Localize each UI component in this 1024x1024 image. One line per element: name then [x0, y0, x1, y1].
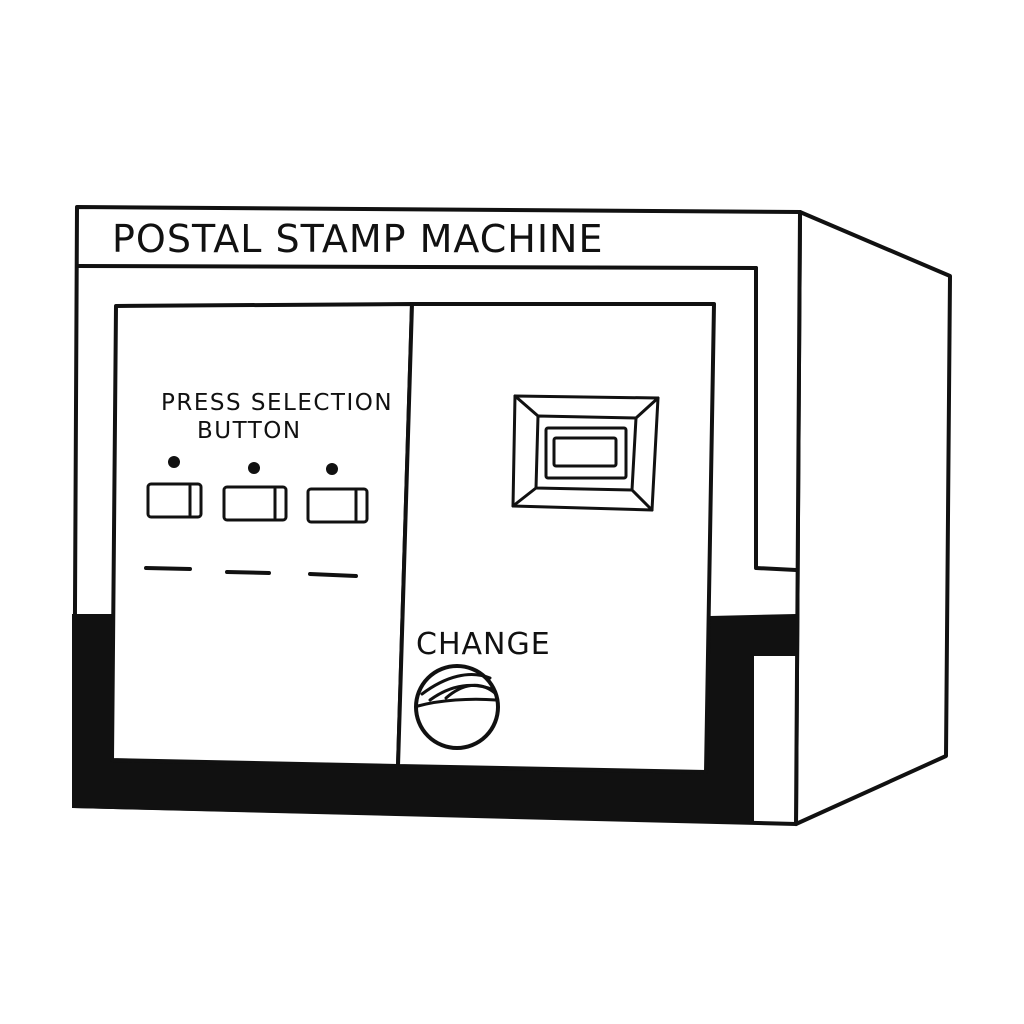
coin-slot[interactable]	[511, 394, 660, 512]
indicator-light-1	[168, 456, 180, 468]
machine-title: POSTAL STAMP MACHINE	[112, 217, 603, 261]
stamp-slot-2	[225, 570, 271, 575]
indicator-light-2	[248, 462, 260, 474]
selection-button-2[interactable]	[222, 485, 288, 522]
selection-button-3[interactable]	[306, 487, 369, 524]
title-band: POSTAL STAMP MACHINE	[75, 217, 798, 572]
stamp-slot-1	[144, 566, 192, 571]
selection-panel: PRESS SELECTION BUTTON	[110, 302, 414, 768]
stamp-slot-3	[308, 572, 358, 578]
machine-side-panel	[794, 210, 952, 826]
instruction-text-line-2: BUTTON	[197, 418, 302, 444]
change-label: CHANGE	[416, 627, 551, 662]
indicator-light-3	[326, 463, 338, 475]
change-return-cup[interactable]	[414, 664, 500, 750]
selection-button-1[interactable]	[146, 482, 203, 519]
payment-panel: CHANGE	[396, 302, 716, 774]
instruction-text-line-1: PRESS SELECTION	[161, 390, 393, 416]
